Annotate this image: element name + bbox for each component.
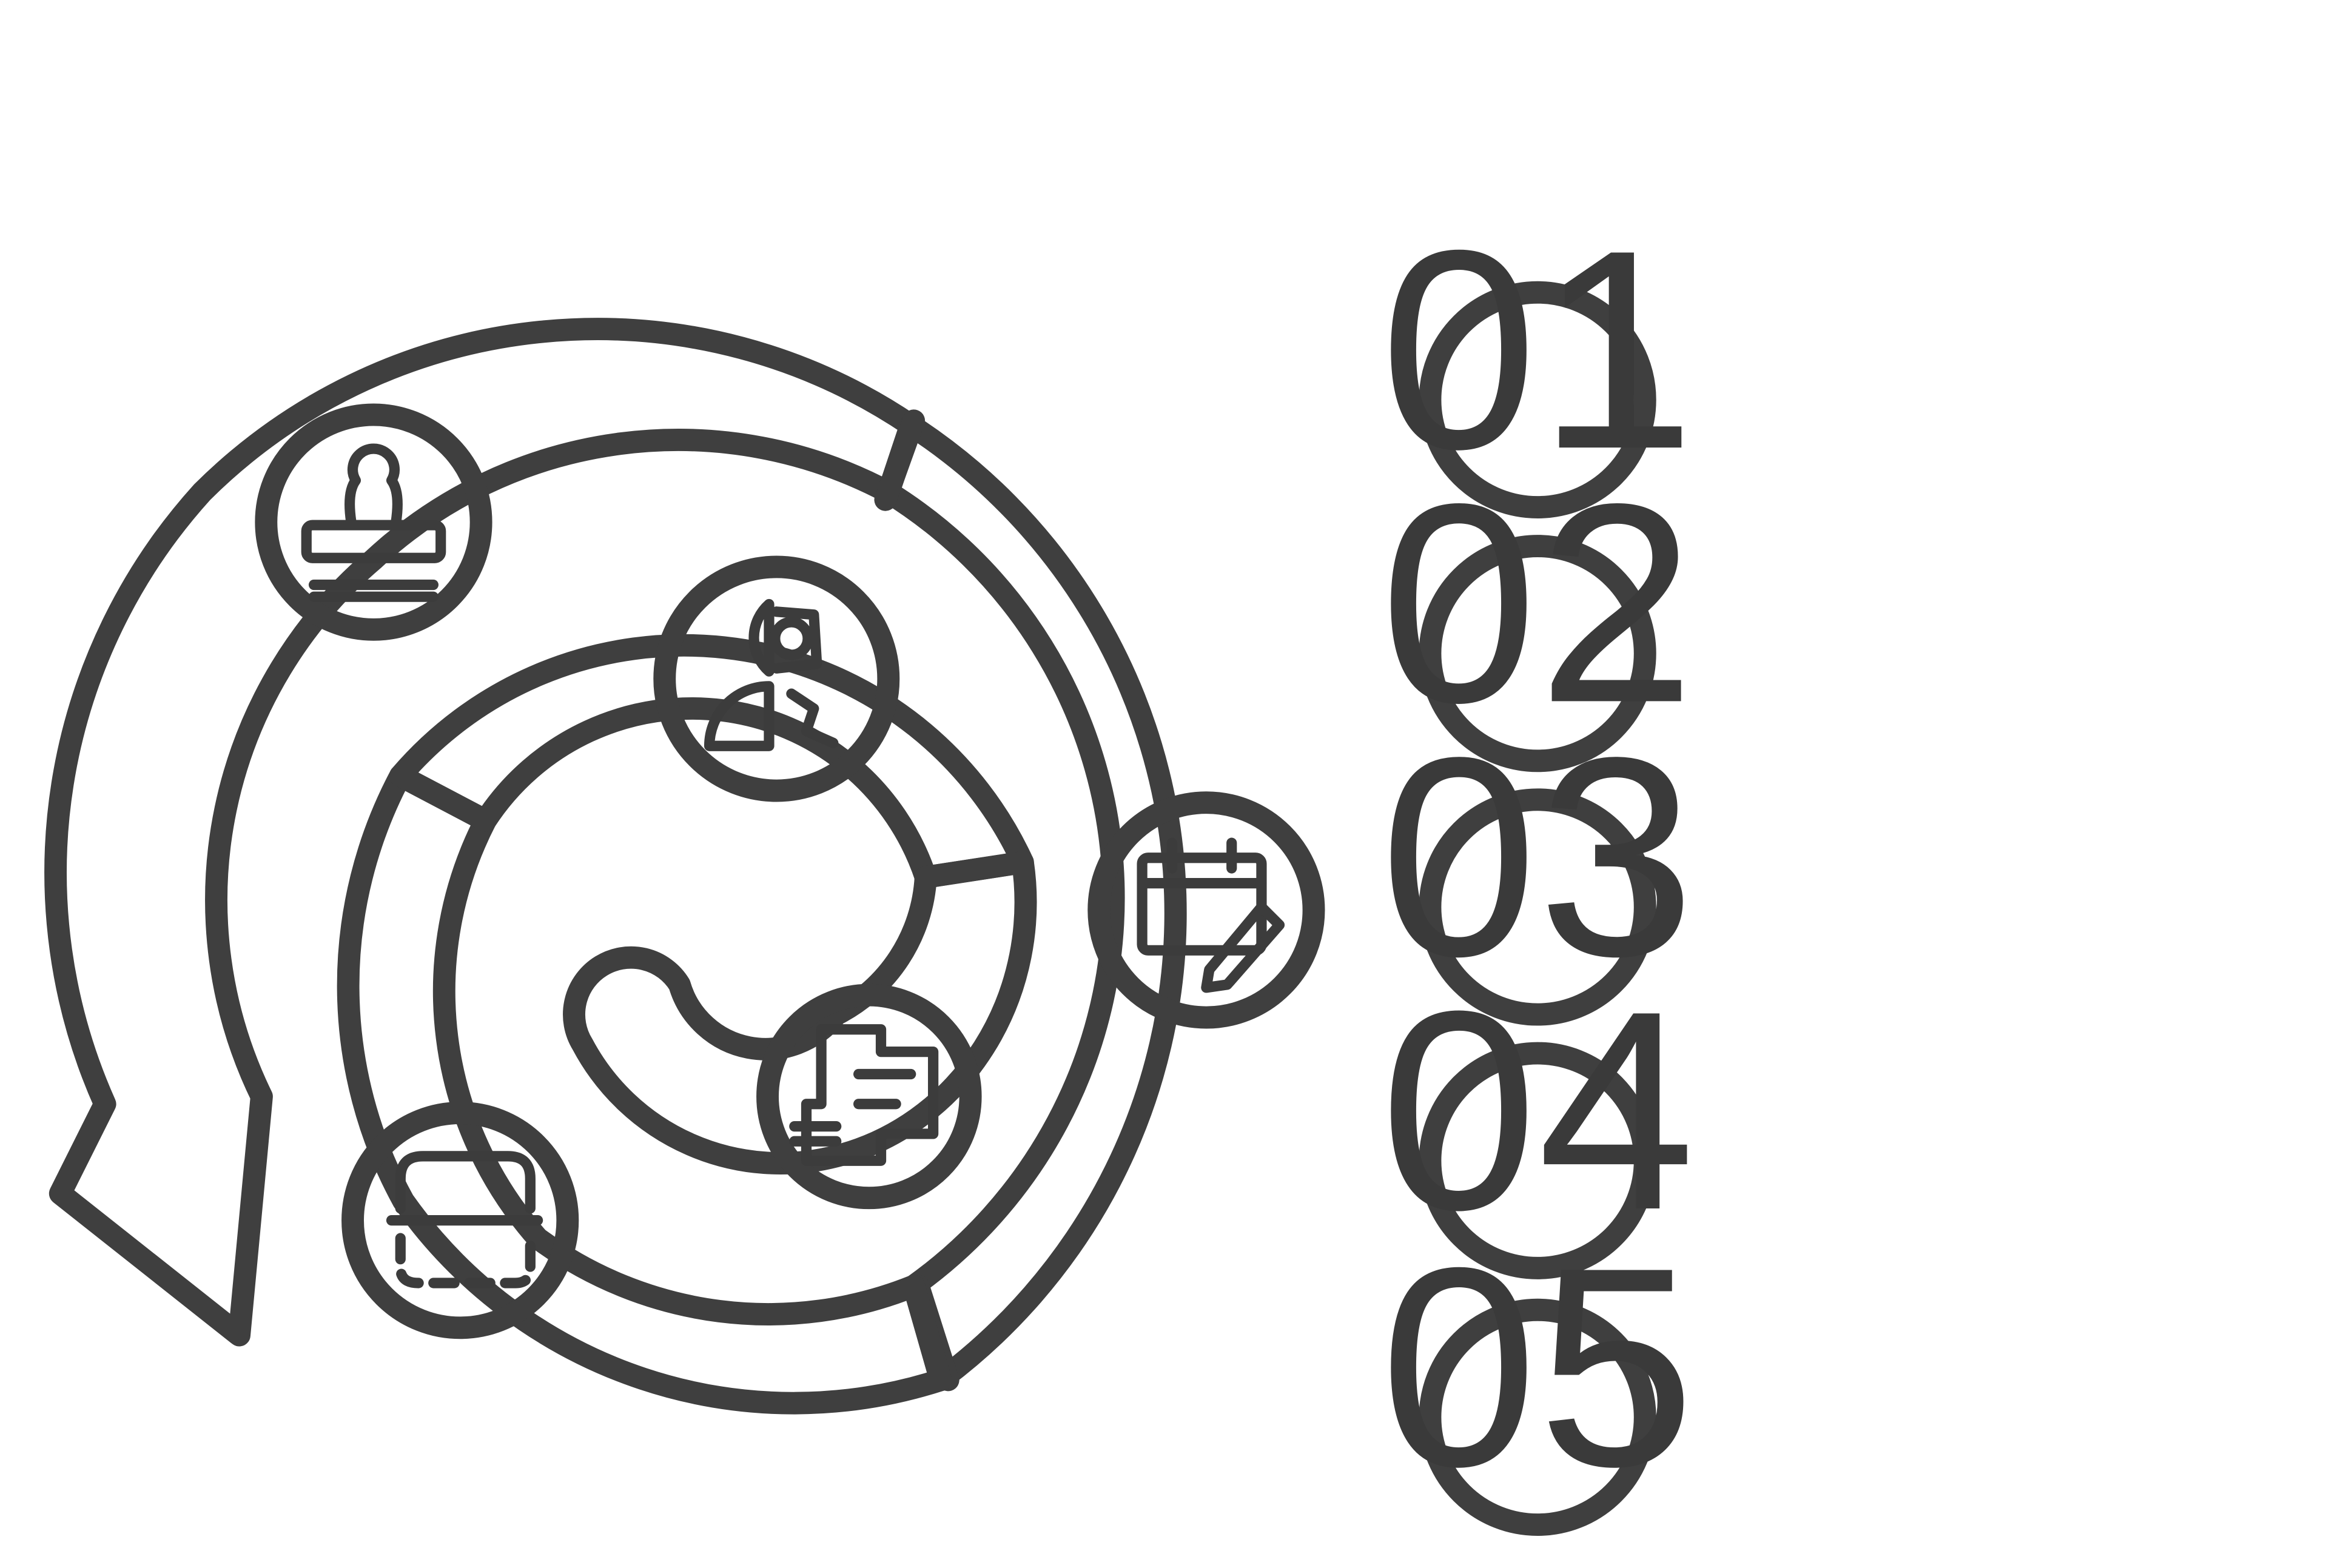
step-01: 01 bbox=[1380, 192, 1695, 519]
design-engineering-icon bbox=[704, 598, 839, 751]
step-list: 01 02 03 04 05 bbox=[1380, 192, 1695, 1536]
floorplan-bubble bbox=[756, 983, 982, 1210]
step-05: 05 bbox=[1380, 1209, 1695, 1536]
design-bubble bbox=[653, 555, 900, 802]
scan-bubble bbox=[341, 1102, 579, 1339]
calendar-edit-icon bbox=[1137, 837, 1285, 993]
scan-frame-icon bbox=[386, 1151, 543, 1288]
outer-ring-yellow-segment bbox=[44, 318, 923, 1347]
floor-plan-icon bbox=[789, 1024, 939, 1166]
step-number: 02 bbox=[1380, 445, 1695, 762]
stamp-bubble bbox=[255, 403, 492, 641]
middle-ring bbox=[337, 764, 952, 1415]
calendar-bubble bbox=[1087, 791, 1325, 1029]
step-number: 05 bbox=[1380, 1209, 1695, 1526]
step-03: 03 bbox=[1380, 699, 1695, 1026]
step-number: 01 bbox=[1380, 192, 1695, 508]
step-number: 04 bbox=[1380, 953, 1695, 1269]
step-02: 02 bbox=[1380, 445, 1695, 772]
middle-ring-mint-segment bbox=[337, 764, 952, 1415]
step-04: 04 bbox=[1380, 953, 1695, 1279]
step-number: 03 bbox=[1380, 699, 1695, 1016]
stamp-icon bbox=[301, 443, 446, 602]
